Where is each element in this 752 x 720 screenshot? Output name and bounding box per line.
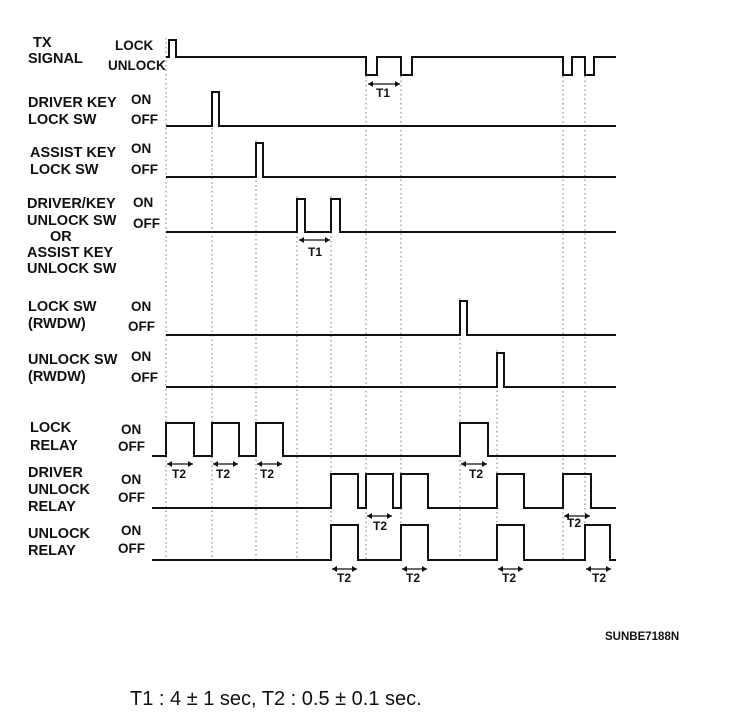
t2-label-driver-unlock-relay-1: T2 [373,519,387,533]
driver-key-unlock-sw-label-line2: UNLOCK SW [27,213,117,229]
t2-label-unlock-relay-4: T2 [592,571,606,585]
driver-key-lock-sw-label-line1: DRIVER KEY [28,95,117,111]
unlock-relay-on-state: ON [121,523,141,538]
driver-unlock-relay-label-line1: DRIVER [28,465,83,481]
unlock-sw-rwdw-wave [166,352,616,388]
driver-unlock-relay-label-line2: UNLOCK [28,482,91,498]
tx-signal-unlock-state: UNLOCK [108,58,166,73]
driver-key-unlock-sw-label-line3: OR [50,229,72,245]
driver-key-lock-sw-on-state: ON [131,92,151,107]
t2-label-lock-relay-1: T2 [172,467,186,481]
lock-sw-rwdw-label-line1: LOCK SW [28,299,97,315]
driver-key-unlock-sw-label-line4: ASSIST KEY [27,245,114,261]
t2-label-unlock-relay-2: T2 [406,571,420,585]
driver-unlock-relay-wave [152,473,616,509]
t2-label-driver-unlock-relay-2: T2 [567,516,581,530]
assist-key-lock-sw-on-state: ON [131,141,151,156]
state-labels: LOCK UNLOCK ON OFF ON OFF ON OFF ON OFF … [108,38,166,556]
tx-signal-label-line2: SIGNAL [28,51,83,67]
lock-sw-rwdw-label-line2: (RWDW) [28,316,86,332]
t1-label-unlock-sw: T1 [308,245,322,259]
lock-sw-rwdw-on-state: ON [131,299,151,314]
driver-key-unlock-sw-label-line1: DRIVER/KEY [27,196,116,212]
unlock-sw-rwdw-on-state: ON [131,349,151,364]
lock-sw-rwdw-wave [166,300,616,336]
driver-key-lock-sw-off-state: OFF [131,112,158,127]
driver-key-lock-sw-label-line2: LOCK SW [28,112,97,128]
driver-key-unlock-sw-on-state: ON [133,195,153,210]
lock-relay-on-state: ON [121,422,141,437]
figure-code: SUNBE7188N [605,631,679,643]
tx-signal-label-line1: TX [33,35,52,51]
driver-unlock-relay-off-state: OFF [118,490,145,505]
unlock-relay-label-line2: RELAY [28,543,76,559]
driver-key-lock-sw-wave [166,91,616,127]
driver-key-unlock-sw-wave [166,198,616,233]
interval-markers: T1 T1 T2 T2 T2 T2 T2 T2 T2 T2 [167,81,611,585]
lock-relay-wave [152,422,616,457]
t2-label-lock-relay-3: T2 [260,467,274,481]
tx-signal-lock-state: LOCK [115,38,153,53]
unlock-sw-rwdw-off-state: OFF [131,370,158,385]
waveforms [152,39,616,561]
signal-labels: TX SIGNAL DRIVER KEY LOCK SW ASSIST KEY … [27,35,118,559]
lock-relay-label-line2: RELAY [30,438,78,454]
lock-relay-label-line1: LOCK [30,420,72,436]
unlock-sw-rwdw-label-line2: (RWDW) [28,369,86,385]
assist-key-lock-sw-off-state: OFF [131,162,158,177]
timing-footnote: T1 : 4 ± 1 sec, T2 : 0.5 ± 0.1 sec. [130,688,422,710]
t1-label-tx: T1 [376,86,390,100]
t2-label-lock-relay-2: T2 [216,467,230,481]
guide-lines [165,38,586,560]
t2-label-lock-relay-4: T2 [469,467,483,481]
lock-relay-off-state: OFF [118,439,145,454]
driver-key-unlock-sw-label-line5: UNLOCK SW [27,261,117,277]
t2-label-unlock-relay-1: T2 [337,571,351,585]
t2-label-unlock-relay-3: T2 [502,571,516,585]
unlock-sw-rwdw-label-line1: UNLOCK SW [28,352,118,368]
driver-unlock-relay-on-state: ON [121,472,141,487]
unlock-relay-label-line1: UNLOCK [28,526,91,542]
lock-sw-rwdw-off-state: OFF [128,319,155,334]
assist-key-lock-sw-wave [166,142,616,178]
tx-signal-wave [166,39,616,76]
driver-key-unlock-sw-off-state: OFF [133,216,160,231]
assist-key-lock-sw-label-line1: ASSIST KEY [30,145,117,161]
assist-key-lock-sw-label-line2: LOCK SW [30,162,99,178]
unlock-relay-wave [152,524,616,561]
unlock-relay-off-state: OFF [118,541,145,556]
driver-unlock-relay-label-line3: RELAY [28,499,76,515]
